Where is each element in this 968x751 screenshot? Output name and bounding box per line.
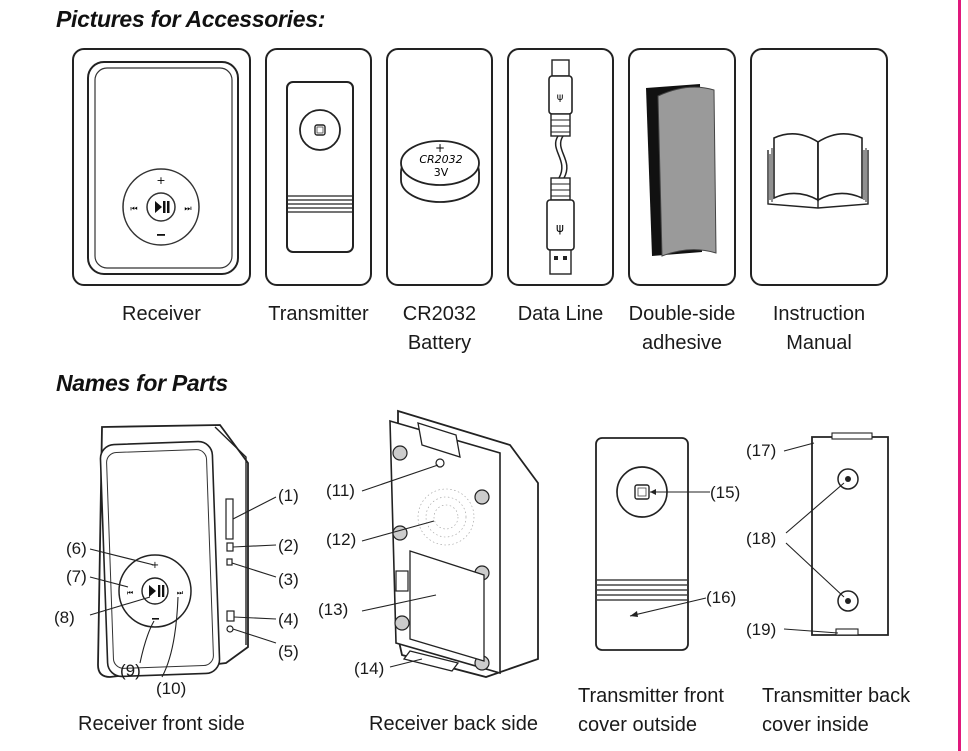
open-book-illustration xyxy=(767,133,869,209)
accessories-heading: Pictures for Accessories: xyxy=(56,6,326,32)
caption-line: cover inside xyxy=(762,714,869,736)
page-edge-accent-bar xyxy=(958,0,961,751)
transmitter-card xyxy=(265,48,372,286)
transmitter-front-caption: Transmitter front cover outside xyxy=(578,682,724,740)
caption-line: Double-side xyxy=(628,303,736,325)
part-label-11: (11) xyxy=(326,481,355,500)
caption-line: Receiver front side xyxy=(78,713,245,735)
caption-line: Receiver back side xyxy=(369,713,538,735)
caption-line: Transmitter xyxy=(268,303,369,325)
part-label-6: (6) xyxy=(66,539,87,558)
part-label-7: (7) xyxy=(66,567,87,586)
part-label-16: (16) xyxy=(706,588,736,607)
usb-cable-illustration: ψ ψ xyxy=(546,59,575,275)
caption-line: CR2032 xyxy=(402,303,477,325)
part-label-2: (2) xyxy=(278,536,299,555)
svg-text:⏭: ⏭ xyxy=(177,589,184,597)
receiver-back-caption: Receiver back side xyxy=(369,710,538,739)
part-label-13: (13) xyxy=(318,600,348,619)
battery-voltage-text: 3V xyxy=(434,166,449,179)
caption-line: cover outside xyxy=(578,714,697,736)
battery-card: + CR2032 3V xyxy=(386,48,493,286)
battery-illustration: + CR2032 3V xyxy=(400,140,480,203)
receiver-card: + ⏮ ⏭ xyxy=(72,48,251,286)
adhesive-caption: Double-side adhesive xyxy=(618,300,746,358)
data-line-caption: Data Line xyxy=(500,300,621,329)
receiver-front-caption: Receiver front side xyxy=(78,710,245,739)
part-label-4: (4) xyxy=(278,610,299,629)
transmitter-back-caption: Transmitter back cover inside xyxy=(762,682,910,740)
caption-line: Battery xyxy=(407,332,472,354)
receiver-front-figure: + ⏮ ⏭ (1) (2) (3) (4) (5) (6) (7) (8) (9… xyxy=(54,424,299,698)
transmitter-illustration xyxy=(286,81,354,253)
manual-caption: Instruction Manual xyxy=(750,300,888,358)
part-label-3: (3) xyxy=(278,570,299,589)
svg-text:ψ: ψ xyxy=(557,92,564,103)
part-label-18: (18) xyxy=(746,529,776,548)
svg-text:+: + xyxy=(151,560,159,571)
part-label-17: (17) xyxy=(746,441,776,460)
svg-text:ψ: ψ xyxy=(556,221,564,235)
part-label-14: (14) xyxy=(354,659,384,678)
caption-line: Data Line xyxy=(517,303,604,325)
svg-text:⏮: ⏮ xyxy=(130,204,137,213)
part-label-10: (10) xyxy=(156,679,186,698)
battery-plus-mark: + xyxy=(435,141,445,155)
caption-line: Transmitter front xyxy=(578,685,724,707)
adhesive-card xyxy=(628,48,736,286)
caption-line: Receiver xyxy=(122,303,201,325)
battery-caption: CR2032 Battery xyxy=(386,300,493,358)
part-label-9: (9) xyxy=(120,661,141,680)
part-label-8: (8) xyxy=(54,608,75,627)
adhesive-tape-illustration xyxy=(646,84,717,257)
svg-text:⏮: ⏮ xyxy=(127,589,133,597)
receiver-illustration: + ⏮ ⏭ xyxy=(87,61,239,275)
svg-text:+: + xyxy=(156,174,165,187)
part-label-1: (1) xyxy=(278,486,299,505)
part-label-5: (5) xyxy=(278,642,299,661)
caption-line: Transmitter back xyxy=(762,685,911,707)
data-line-card: ψ ψ xyxy=(507,48,614,286)
caption-line: Manual xyxy=(786,332,852,354)
manual-card xyxy=(750,48,888,286)
svg-text:⏭: ⏭ xyxy=(184,204,191,213)
transmitter-front-figure: (15) (16) xyxy=(595,437,740,651)
caption-line: Instruction xyxy=(772,303,866,325)
transmitter-back-figure: (17) (18) (19) xyxy=(746,432,889,639)
receiver-back-figure: (11) (12) (13) (14) xyxy=(318,409,539,678)
battery-model-text: CR2032 xyxy=(419,153,462,166)
receiver-caption: Receiver xyxy=(72,300,251,329)
part-label-19: (19) xyxy=(746,620,776,639)
transmitter-caption: Transmitter xyxy=(255,300,382,329)
part-label-12: (12) xyxy=(326,530,356,549)
parts-heading: Names for Parts xyxy=(56,370,228,396)
part-label-15: (15) xyxy=(710,483,740,502)
caption-line: adhesive xyxy=(641,332,723,354)
